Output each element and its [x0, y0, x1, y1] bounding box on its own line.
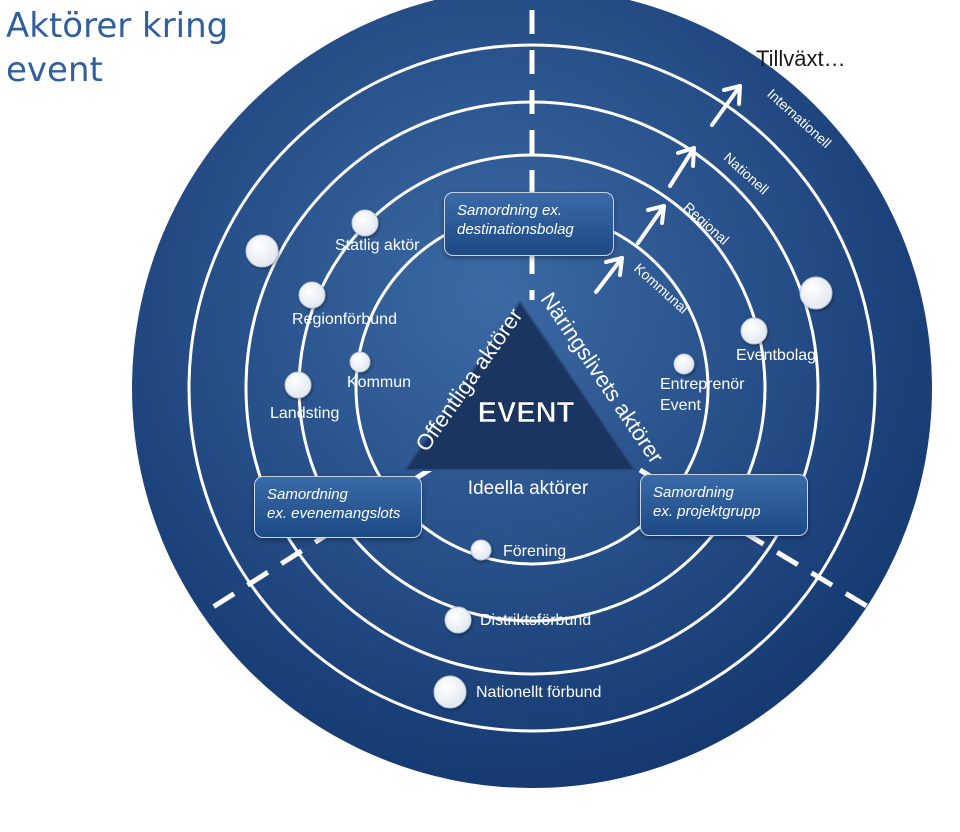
event-triangle [403, 300, 637, 471]
growth-label: Tillväxt… [756, 46, 846, 71]
actor-label-entrepreneur-line1: Entreprenör [660, 376, 745, 393]
event-label: EVENT [478, 397, 575, 429]
actor-label-entrepreneur-line2: Event [660, 397, 701, 414]
actor-dot-regional-association [298, 281, 326, 309]
coordination-box-destination: Samordning ex. destinationsbolag [444, 192, 614, 256]
actor-dot-district-association [444, 606, 472, 634]
actor-label-district-association: Distriktsförbund [480, 612, 591, 629]
actor-label-event-company: Eventbolag [736, 347, 816, 364]
actor-dot-international [799, 276, 833, 310]
coordination-project-line2: ex. projektgrupp [653, 503, 761, 520]
title-line-2: event [6, 50, 103, 90]
coordination-box-event-pilot: Samordning ex. evenemangslots [254, 476, 422, 538]
actor-dots [245, 209, 833, 709]
coordination-pilot-line1: Samordning [267, 486, 348, 503]
ring-international [187, 43, 877, 733]
arrow-up-right-icon [710, 84, 742, 127]
actor-dot-entrepreneur [673, 353, 695, 375]
coordination-project-line1: Samordning [653, 484, 734, 501]
actor-dot-state [351, 209, 379, 237]
actor-dot-event-company [740, 317, 768, 345]
actor-dot-state-outer [245, 234, 279, 268]
actor-label-county-council: Landsting [270, 405, 339, 422]
actor-label-association: Förening [503, 543, 566, 560]
actor-label-municipality: Kommun [347, 374, 411, 391]
title-line-1: Aktörer kring [6, 6, 229, 46]
actor-labels: Statlig aktör Regionförbund Kommun Lands… [270, 237, 816, 701]
actor-dot-county-council [284, 371, 312, 399]
arrow-up-right-icon [594, 256, 624, 294]
growth-arrows [594, 84, 742, 294]
sector-nonprofit-label: Ideella aktörer [468, 478, 589, 499]
actor-dot-municipality [349, 351, 371, 373]
arrow-up-right-icon [636, 204, 666, 245]
page-title: Aktörer kring event [6, 4, 228, 92]
coordination-destination-line1: Samordning ex. [457, 202, 563, 219]
actor-label-state: Statlig aktör [335, 237, 420, 254]
coordination-destination-line2: destinationsbolag [457, 221, 574, 238]
actor-label-national-association: Nationellt förbund [476, 684, 601, 701]
coordination-pilot-line2: ex. evenemangslots [267, 505, 401, 522]
actor-dot-association [470, 539, 492, 561]
actor-label-regional-association: Regionförbund [292, 311, 397, 328]
arrow-up-right-icon [668, 146, 696, 188]
coordination-box-project-group: Samordning ex. projektgrupp [640, 474, 808, 536]
actor-dot-national-association [433, 675, 467, 709]
